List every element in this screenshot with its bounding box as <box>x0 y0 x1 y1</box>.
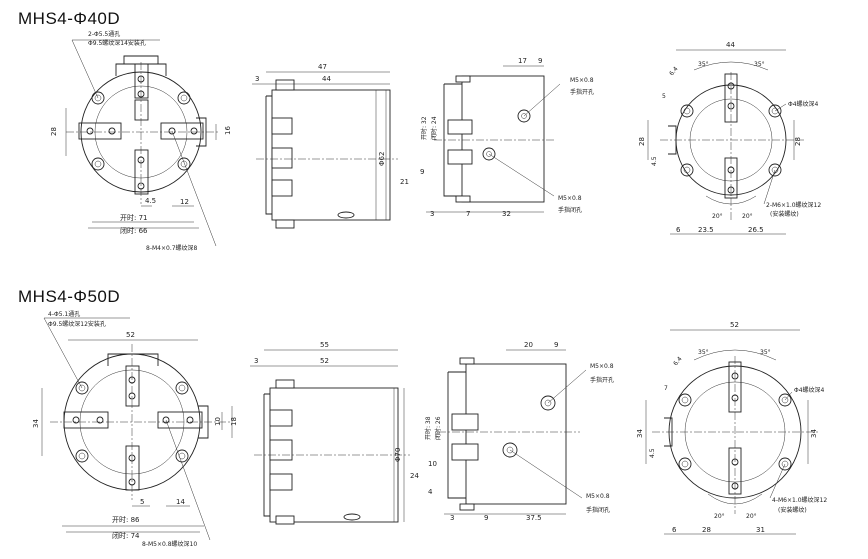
dim-14: 14 <box>176 498 185 506</box>
dim-34-l: 34 <box>636 429 644 438</box>
front-view-40: 28 16 4.5 12 开时: 71 闭时: 66 2-Φ5.5通孔 Φ9.5… <box>50 30 232 252</box>
dim-5: 5 <box>662 93 666 100</box>
dim-4-sec: 4 <box>428 488 433 496</box>
dim-dia-70: Φ70 <box>394 448 402 462</box>
dim-44-back: 44 <box>726 41 735 49</box>
angle-35-r: 35° <box>754 61 765 68</box>
angle-20-l-50: 20° <box>714 513 725 520</box>
dim-4-5-50: 4.5 <box>649 448 656 458</box>
dim-9-h: 9 <box>484 514 488 522</box>
dim-28: 28 <box>50 127 58 136</box>
dim-6-back-50: 6 <box>672 526 677 534</box>
mount-note-40: Φ9.5螺纹深14安装孔 <box>88 39 146 47</box>
dim-4-5: 4.5 <box>145 197 156 205</box>
dim-6-4: 6.4 <box>668 65 680 77</box>
dim-10-sec: 10 <box>428 460 437 468</box>
dim-24: 24 <box>410 472 419 480</box>
dim-7: 7 <box>466 210 470 218</box>
dim-34: 34 <box>32 419 40 428</box>
dim-21: 21 <box>400 178 409 186</box>
open-width-50: 开时: 86 <box>112 515 140 524</box>
dim-37-5: 37.5 <box>526 514 542 522</box>
dim-28-r: 28 <box>794 137 802 146</box>
back-view-40: 44 35° 35° 6.4 5 Φ4螺纹深4 28 28 4.5 20° 20… <box>638 41 821 235</box>
dim-52: 52 <box>126 331 135 339</box>
dim-10: 10 <box>214 417 222 426</box>
dim-9-sec: 9 <box>554 341 558 349</box>
dim-28-back-50: 28 <box>702 526 711 534</box>
dim-52-back: 52 <box>730 321 739 329</box>
open-height-50: 开时: 38 <box>424 416 432 440</box>
dim-3b: 3 <box>430 210 434 218</box>
dim-4-5-back: 4.5 <box>651 156 658 166</box>
dim-52-side: 52 <box>320 357 329 365</box>
dim-6-4-50: 6.4 <box>672 355 684 367</box>
port-open-50: M5×0.8 <box>590 363 614 370</box>
dim-23-5: 23.5 <box>698 226 714 234</box>
dim-20: 20 <box>524 341 533 349</box>
dim-47: 47 <box>318 63 327 71</box>
model-title-50: MHS4-Φ50D <box>18 287 120 306</box>
angle-20-r: 20° <box>742 213 753 220</box>
open-width: 开时: 71 <box>120 213 148 222</box>
angle-35-l: 35° <box>698 61 709 68</box>
dim-31: 31 <box>756 526 765 534</box>
dim-12: 12 <box>180 198 189 206</box>
dim-9: 9 <box>538 57 542 65</box>
port-close-50: M5×0.8 <box>586 493 610 500</box>
dim-18: 18 <box>230 417 238 426</box>
section-view-40: 17 9 M5×0.8 手指开孔 M5×0.8 手指闭孔 开时: 32 闭时: … <box>400 57 594 218</box>
dim-3-side: 3 <box>254 357 258 365</box>
dim-7-50: 7 <box>664 385 668 392</box>
dim-26-5: 26.5 <box>748 226 764 234</box>
dim-34-r: 34 <box>810 429 818 438</box>
dim-6-back: 6 <box>676 226 681 234</box>
dim-16: 16 <box>224 126 232 135</box>
port-close-desc-40: 手指闭孔 <box>558 206 582 214</box>
port-open-desc-50: 手指开孔 <box>590 376 614 384</box>
close-width-50: 闭时: 74 <box>112 531 140 540</box>
port-close-desc-50: 手指闭孔 <box>586 506 610 514</box>
pin-note-40: Φ4螺纹深4 <box>788 100 819 108</box>
section-view-50: 20 9 M5×0.8 手指开孔 M5×0.8 手指闭孔 开时: 38 闭时: … <box>410 341 614 522</box>
angle-20-r-50: 20° <box>746 513 757 520</box>
thread-note-40: 8-M4×0.7螺纹深8 <box>146 244 198 252</box>
dim-44: 44 <box>322 75 331 83</box>
close-height-40: 闭时: 24 <box>430 116 438 140</box>
dim-9v: 9 <box>420 168 424 176</box>
dim-3-sec: 3 <box>450 514 454 522</box>
hole-note-40: 2-Φ5.5通孔 <box>88 30 120 38</box>
port-open-desc-40: 手指开孔 <box>570 88 594 96</box>
angle-35-r-50: 35° <box>760 349 771 356</box>
dim-dia-62: Φ62 <box>378 152 386 166</box>
pin-note-50: Φ4螺纹深4 <box>794 386 825 394</box>
model-title-40: MHS4-Φ40D <box>18 9 120 28</box>
port-close-40: M5×0.8 <box>558 195 582 202</box>
close-height-50: 闭时: 26 <box>434 416 442 440</box>
front-view-50: 52 34 10 18 5 14 开时: 86 闭时: 74 4-Φ5.1通孔 … <box>32 310 238 548</box>
thread-note-50: 8-M5×0.8螺纹深10 <box>142 540 197 548</box>
open-height-40: 开时: 32 <box>420 116 428 140</box>
thread-note2-back-40: (安装螺纹) <box>770 210 799 218</box>
thread-note-back-40: 2-M6×1.0螺纹深12 <box>766 201 821 209</box>
dim-17: 17 <box>518 57 527 65</box>
dim-5-front: 5 <box>140 498 144 506</box>
close-width: 闭时: 66 <box>120 226 148 235</box>
back-view-50: 52 35° 35° 6.4 7 Φ4螺纹深4 34 34 4.5 20° 20… <box>636 321 827 535</box>
dim-3: 3 <box>255 75 259 83</box>
side-view-50: 55 52 3 Φ70 <box>250 341 410 525</box>
mount-note-50: Φ9.5螺纹深12安装孔 <box>48 320 106 328</box>
angle-35-l-50: 35° <box>698 349 709 356</box>
port-open-40: M5×0.8 <box>570 77 594 84</box>
side-view-40: 47 44 3 Φ62 <box>252 63 398 229</box>
dim-28-l: 28 <box>638 137 646 146</box>
dim-55: 55 <box>320 341 329 349</box>
dim-32: 32 <box>502 210 511 218</box>
angle-20-l: 20° <box>712 213 723 220</box>
thread-note2-back-50: (安装螺纹) <box>778 506 807 514</box>
thread-note-back-50: 4-M6×1.0螺纹深12 <box>772 496 827 504</box>
hole-note-50: 4-Φ5.1通孔 <box>48 310 80 318</box>
